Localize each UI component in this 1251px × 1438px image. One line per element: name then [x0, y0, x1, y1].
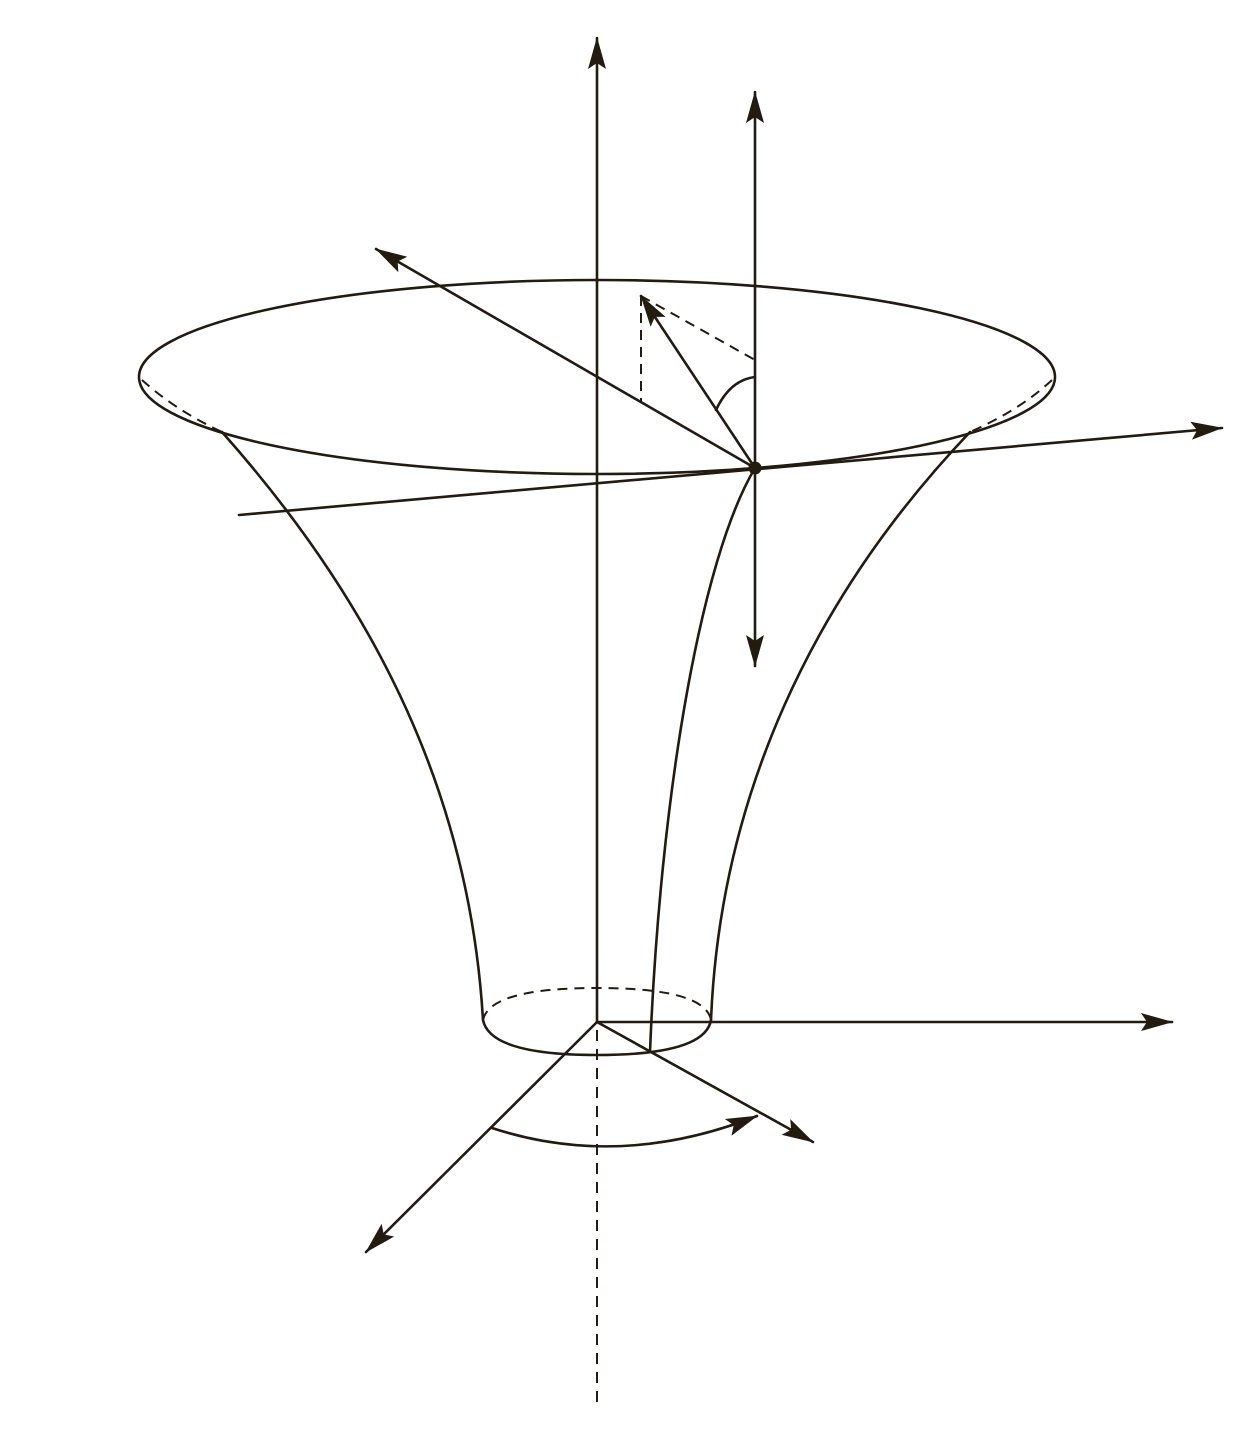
azimuth-angle-arc [490, 1114, 759, 1148]
tangent-line [237, 421, 1224, 517]
top-rim-hidden-left [141, 379, 223, 433]
normal-direction [374, 247, 757, 470]
left-profile-curve [220, 430, 485, 1022]
polar-angle-arc [714, 375, 757, 412]
y-axis [364, 1020, 599, 1254]
inclined-vector [639, 294, 757, 470]
surface-point [748, 461, 762, 475]
radial-direction [595, 1020, 815, 1144]
meridian-curve [648, 466, 757, 1054]
projection-to-vertical [640, 295, 756, 361]
right-profile-curve [709, 430, 972, 1022]
top-rim-hidden-right [969, 379, 1053, 433]
